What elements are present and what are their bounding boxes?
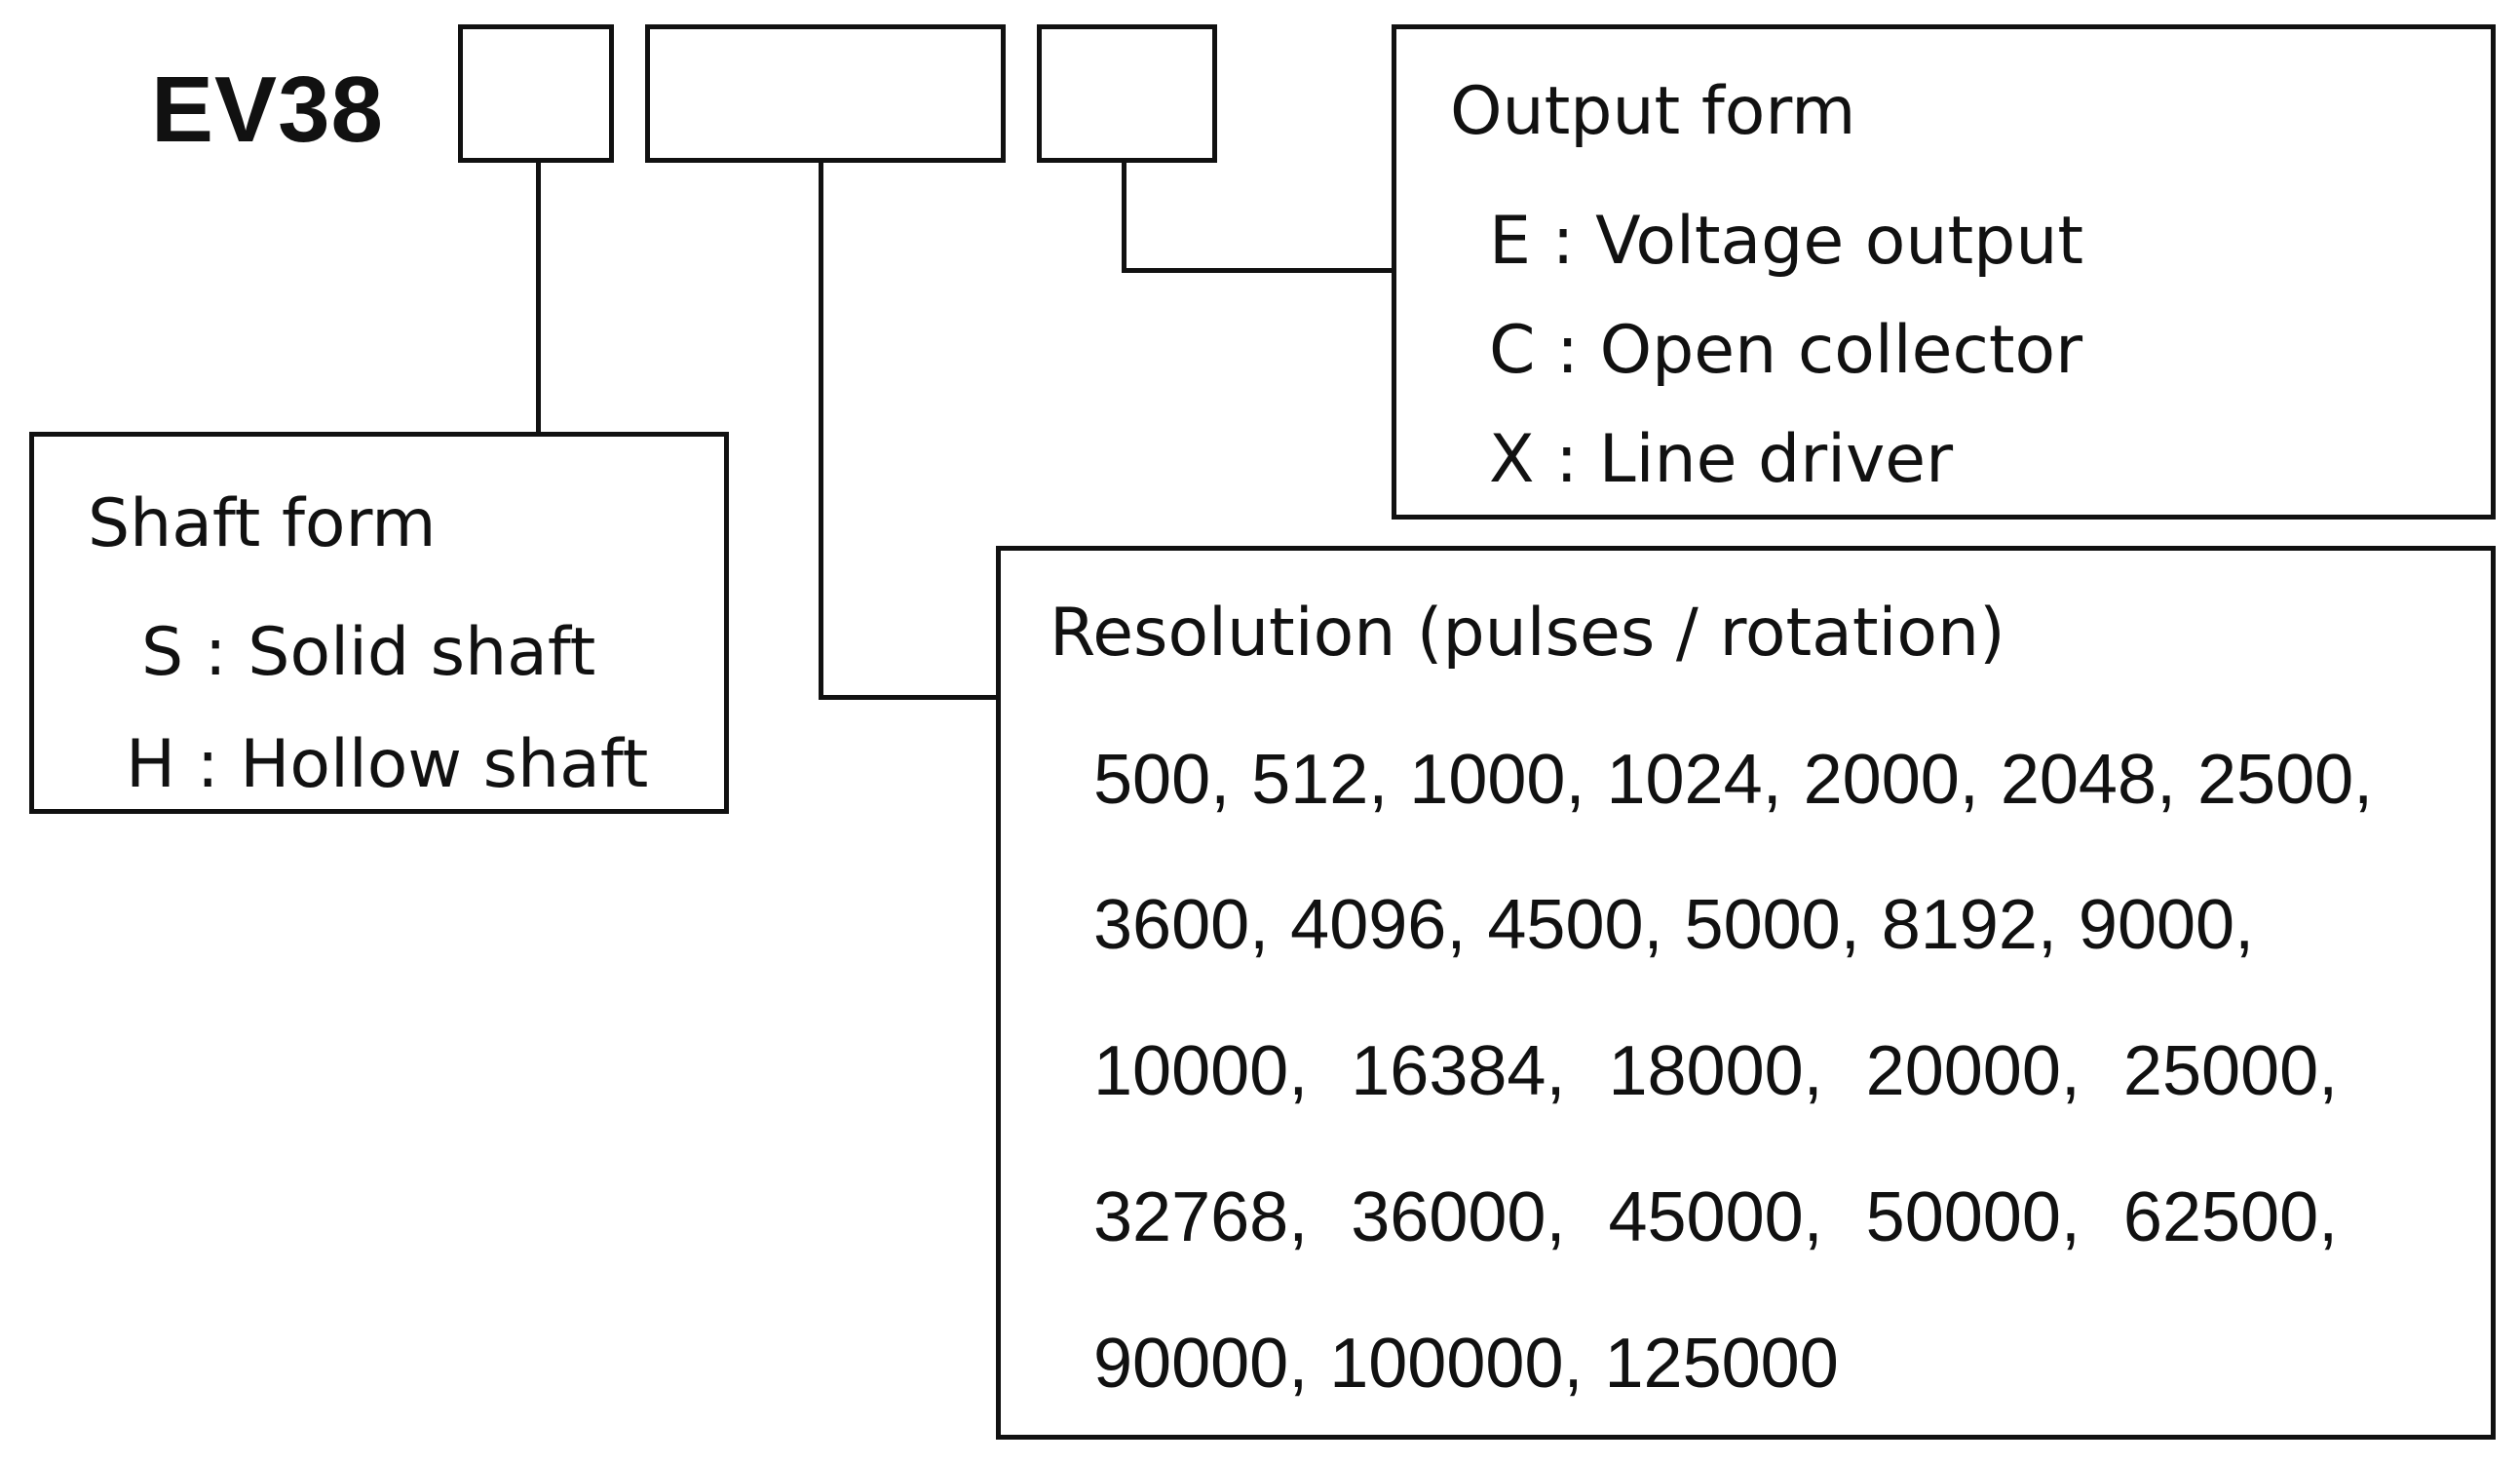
shaft-code-box [458,24,614,163]
shaft-form-title: Shaft form [88,485,437,562]
output-code-box [1037,24,1217,163]
resolution-connector-horizontal [819,695,998,700]
resolution-connector-vertical [819,161,823,700]
resolution-values-line-2: 3600, 4096, 4500, 5000, 8192, 9000, [1093,886,2255,964]
output-form-option-open-collector: C : Open collector [1489,312,2083,389]
output-connector-vertical [1122,161,1126,273]
resolution-values-line-1: 500, 512, 1000, 1024, 2000, 2048, 2500, [1093,741,2374,819]
resolution-title: Resolution (pulses / rotation) [1050,595,2005,672]
resolution-code-box [645,24,1006,163]
output-form-option-line-driver: X : Line driver [1489,421,1954,498]
resolution-values-line-4: 32768, 36000, 45000, 50000, 62500, [1093,1178,2339,1256]
model-code-label: EV38 [151,58,384,162]
resolution-values-line-3: 10000, 16384, 18000, 20000, 25000, [1093,1032,2339,1110]
output-form-option-voltage: E : Voltage output [1489,203,2084,280]
output-connector-horizontal [1122,268,1394,273]
shaft-form-option-hollow: H : Hollow shaft [126,726,649,803]
resolution-box: Resolution (pulses / rotation) 500, 512,… [996,546,2496,1440]
shaft-form-option-solid: S : Solid shaft [141,614,596,691]
shaft-form-box: Shaft form S : Solid shaft H : Hollow sh… [29,432,729,814]
resolution-values-line-5: 90000, 100000, 125000 [1093,1325,1839,1403]
shaft-connector-line [536,161,541,434]
output-form-title: Output form [1450,73,1856,150]
output-form-box: Output form E : Voltage output C : Open … [1392,24,2496,520]
